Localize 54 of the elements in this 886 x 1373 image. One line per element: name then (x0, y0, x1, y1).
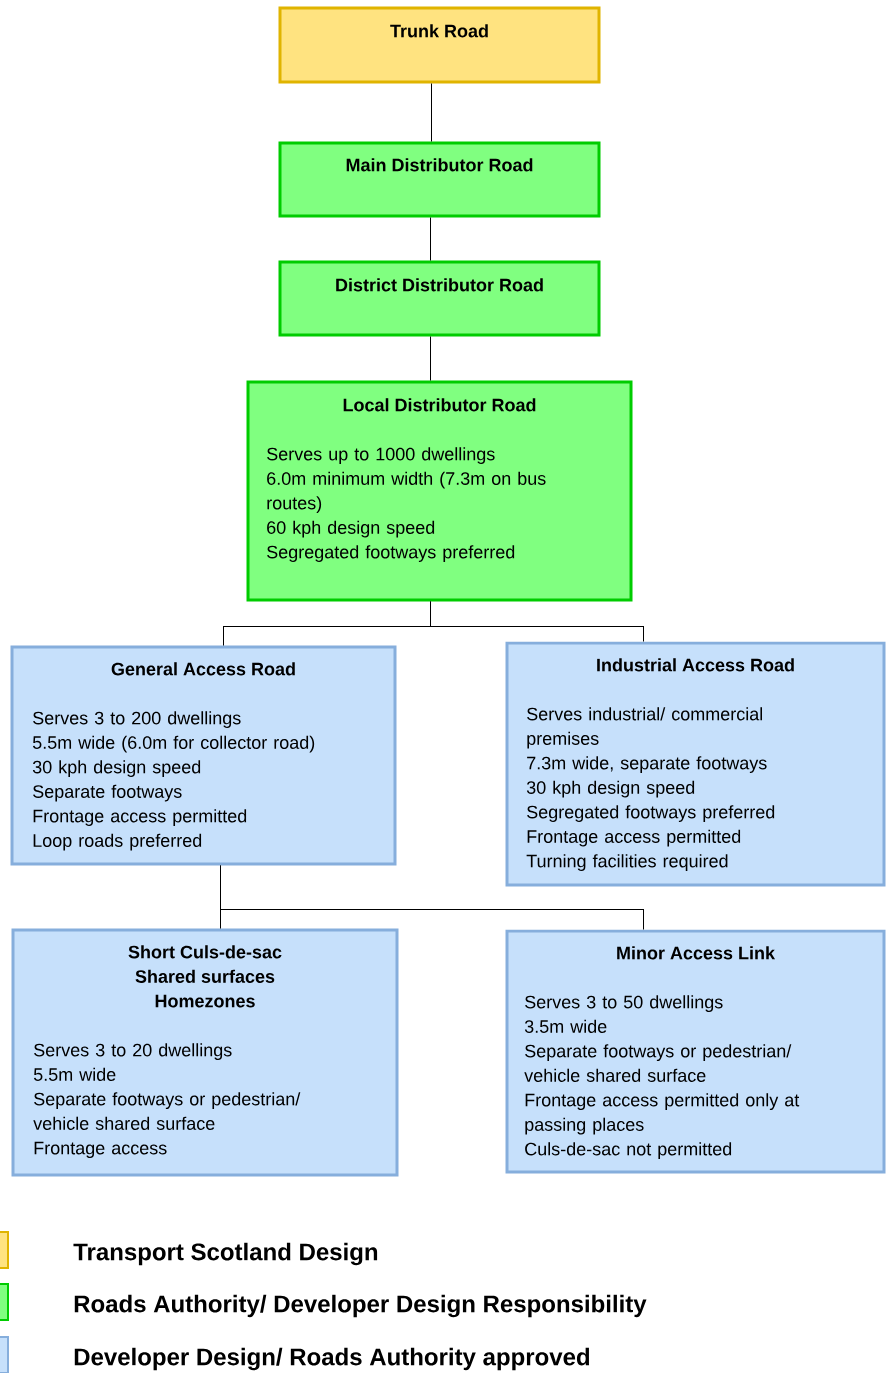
node-heading: District Distributor Road (336, 278, 543, 292)
node-details: Serves up to 1000 dwellings 6.0m minimum width (7.3m on bus routes) 60 kph design speed Segregated footways preferred (267, 447, 546, 562)
legend-label: Developer Design/ Roads Authority approved (74, 1347, 590, 1371)
node-details: Serves 3 to 200 dwellings 5.5m wide (6.0m for collector road) 30 kph design speed Separate footways Frontage access permitted Loop roads preferred (32, 711, 315, 851)
node-label: Frontage access permitted (33, 809, 247, 826)
node-label: 30 kph design speed (32, 760, 201, 777)
node-label: Segregated footways preferred (527, 805, 775, 822)
node-heading: Minor Access Link (617, 946, 776, 960)
road-box (505, 641, 886, 887)
road-box (246, 380, 633, 602)
node-label: Serves 3 to 200 dwellings (33, 711, 241, 728)
road-box (278, 141, 601, 218)
node-label: 6.0m minimum width (7.3m on bus routes) (267, 471, 546, 513)
node-label: Frontage access permitted only at passing places (525, 1093, 800, 1135)
node-label: 5.5m wide (6.0m for collector road) (32, 735, 315, 753)
node-label: Serves industrial/ commercial premises (527, 707, 763, 749)
node-heading: Local Distributor Road (343, 398, 536, 412)
connector (430, 336, 431, 381)
node-label: Segregated footways preferred (267, 545, 515, 562)
node-label: Serves 3 to 50 dwellings (525, 995, 723, 1012)
node-heading: Main Distributor Road (346, 158, 533, 172)
node-label: Frontage access permitted (527, 829, 741, 847)
node-heading: Industrial Access Road (597, 658, 794, 672)
node-label: 5.5m wide (33, 1067, 116, 1081)
node-label: Separate footways or pedestrian/ vehicle shared surface (524, 1044, 792, 1082)
node-label: Loop roads preferred (33, 833, 202, 851)
connector (220, 865, 644, 930)
node-label: Separate footways (33, 784, 182, 802)
node-label: 30 kph design speed (526, 780, 695, 798)
connector (431, 83, 432, 142)
road-box (10, 645, 397, 866)
road-box (278, 260, 601, 337)
node-heading: Short Culs-de-sac Shared surfaces Homezones (128, 945, 282, 1008)
node-heading: Trunk Road (390, 24, 488, 38)
node-details: Serves 3 to 50 dwellings 3.5m wide Separate footways or pedestrian/ vehicle shared surface Frontage access permitted only at passing places Culs-de-sac not permitted (524, 995, 800, 1159)
node-label: Frontage access (34, 1141, 167, 1158)
road-box (278, 6, 601, 84)
road-box (11, 928, 399, 1177)
node-label: 3.5m wide (524, 1019, 607, 1033)
node-label: Serves 3 to 20 dwellings (34, 1043, 232, 1060)
node-label: 60 kph design speed (267, 520, 435, 538)
connector (430, 217, 431, 261)
node-details: Serves industrial/ commercial premises 7.3m wide, separate footways 30 kph design speed Segregated footways preferred Frontage access permitted Turning facilities required (526, 707, 775, 871)
node-label: Culs-de-sac not permitted (525, 1142, 732, 1159)
legend-label: Roads Authority/ Developer Design Responsibility (74, 1294, 647, 1318)
node-label: Separate footways or pedestrian/ vehicle shared surface (33, 1092, 301, 1130)
node-label: 7.3m wide, separate footways (527, 756, 767, 773)
connector (430, 601, 644, 642)
node-heading: General Access Road (111, 662, 295, 676)
legend-label: Transport Scotland Design (73, 1242, 378, 1266)
road-box (505, 929, 886, 1174)
node-label: Turning facilities required (526, 854, 728, 871)
node-label: Serves up to 1000 dwellings (267, 447, 495, 464)
node-details: Serves 3 to 20 dwellings 5.5m wide Separate footways or pedestrian/ vehicle shared surface Frontage access (33, 1043, 301, 1158)
